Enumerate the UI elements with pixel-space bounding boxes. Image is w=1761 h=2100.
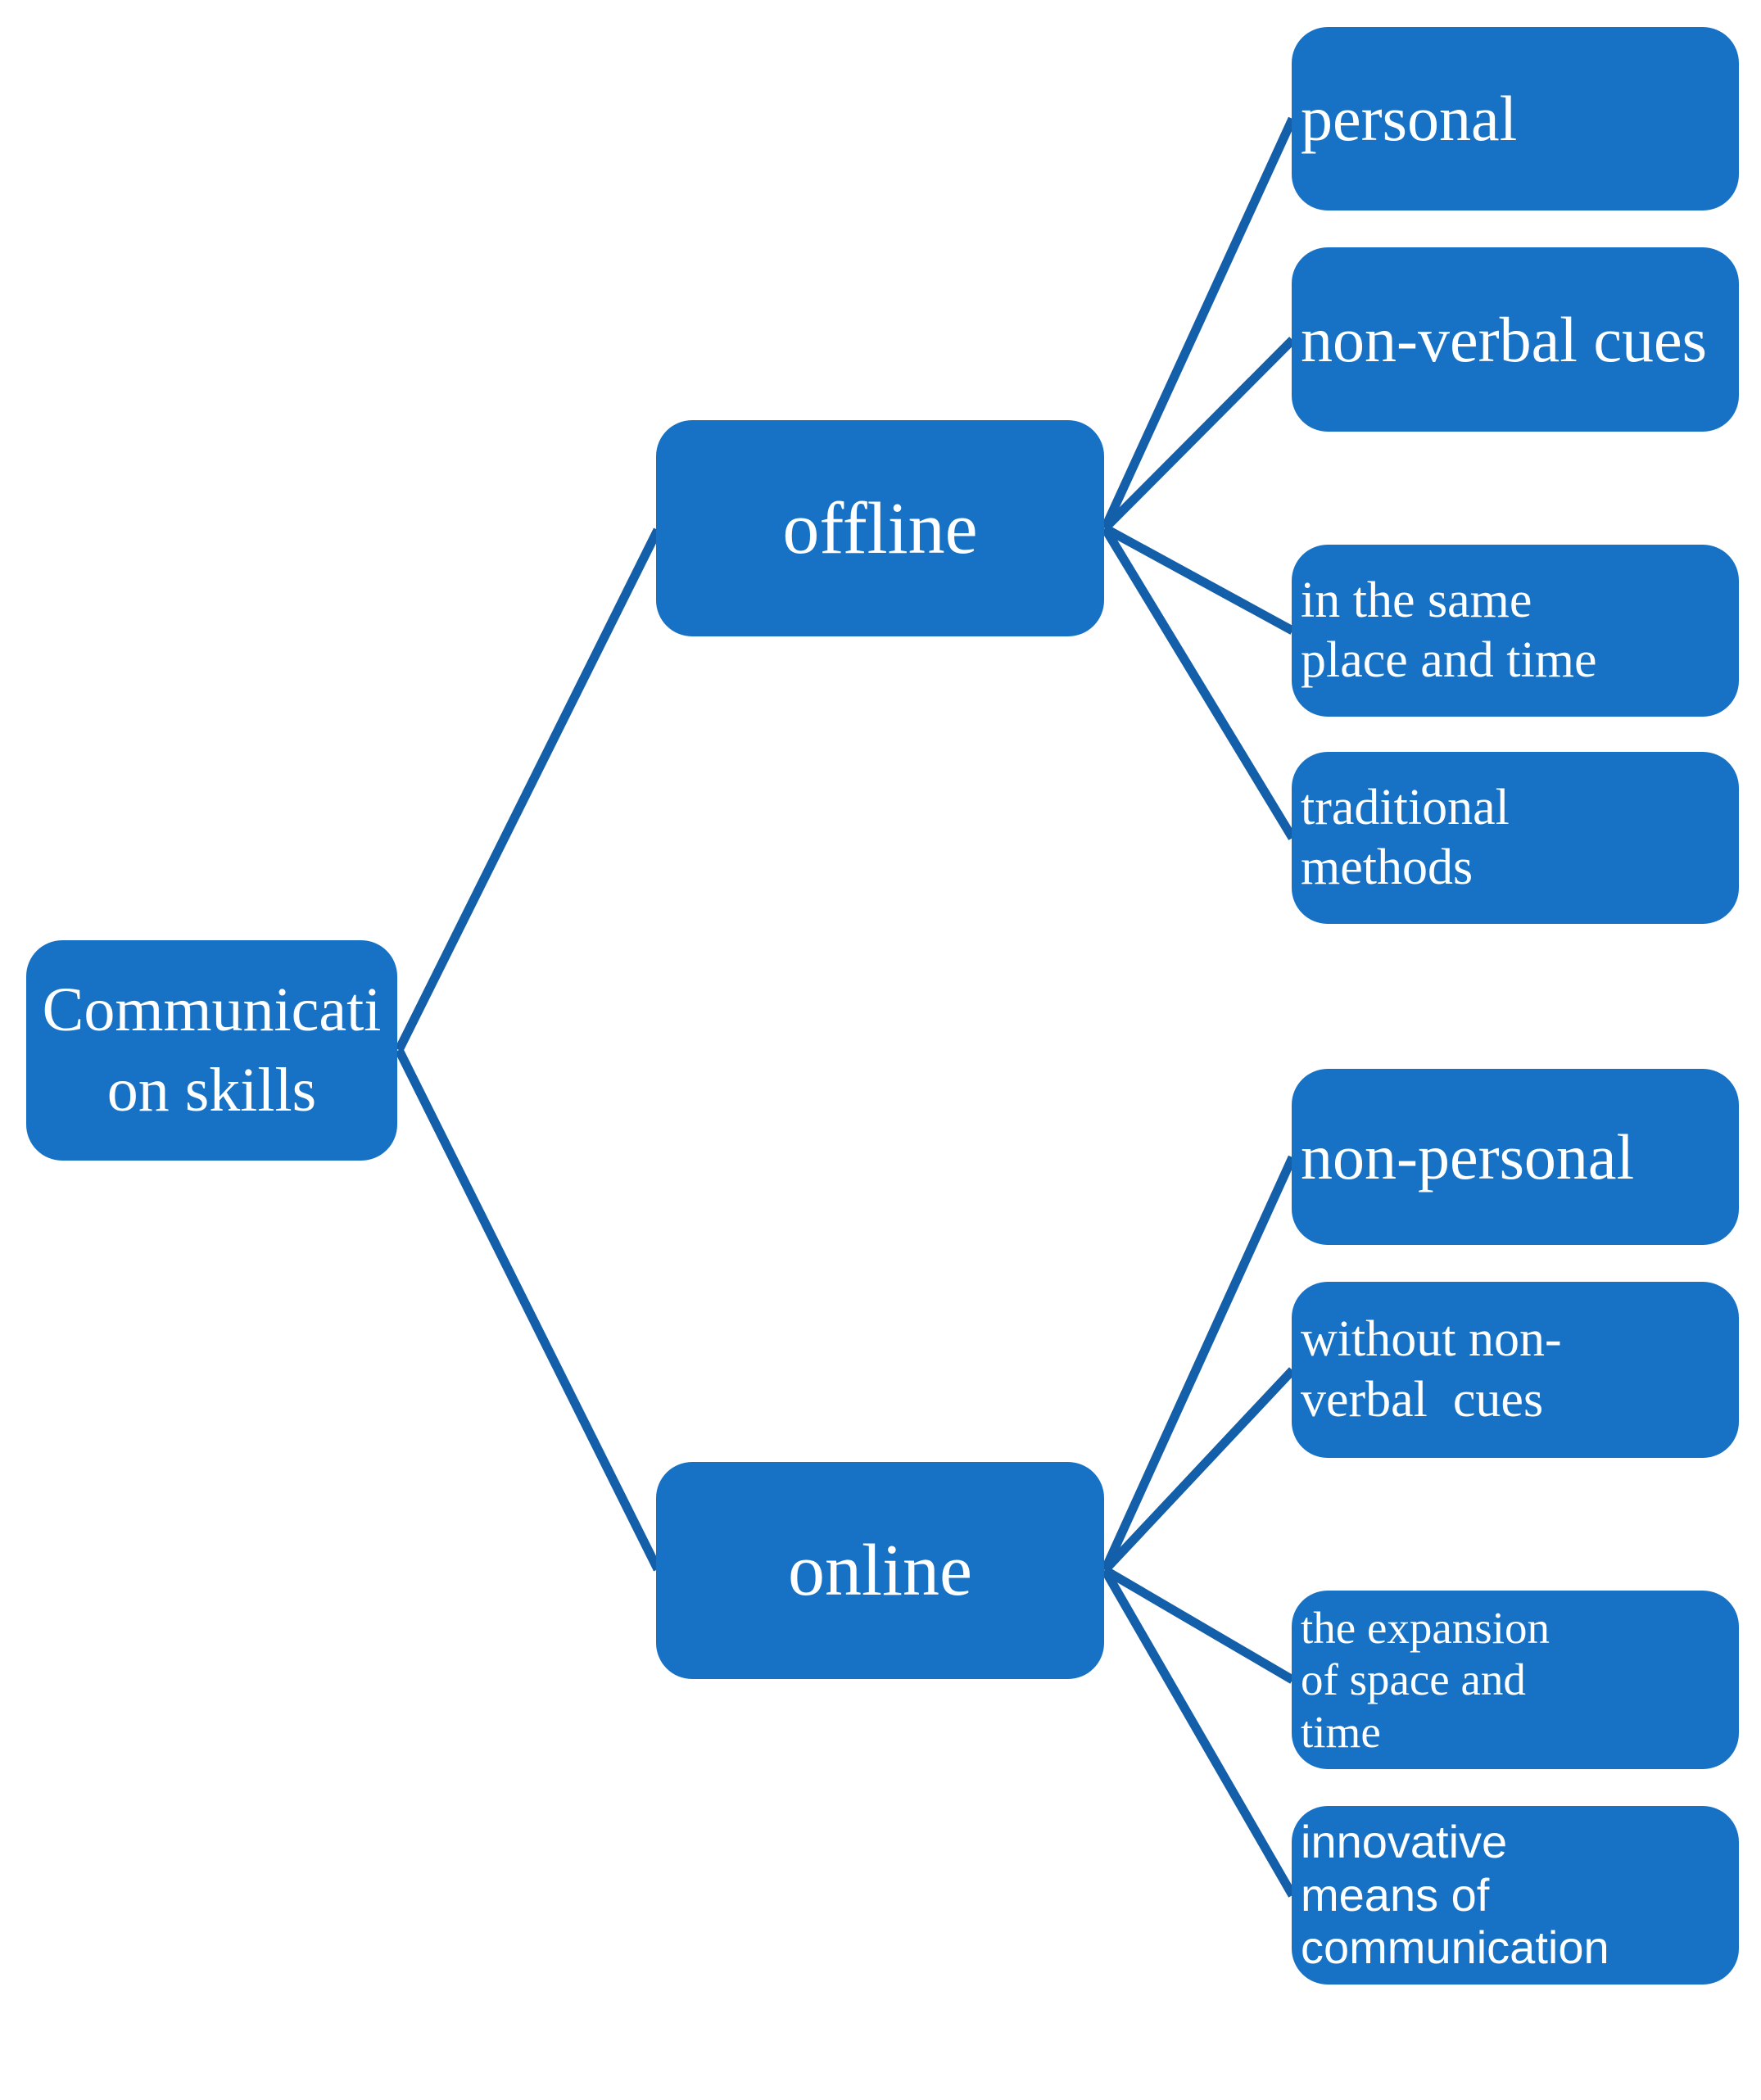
- connector-online-withoutcues: [1101, 1367, 1297, 1573]
- connector-offline-sameplace: [1102, 524, 1295, 635]
- node-label: without non- verbal cues: [1301, 1311, 1562, 1428]
- node-label: innovative means of communication: [1301, 1815, 1609, 1974]
- node-communication-skills: Communicati on skills: [26, 940, 397, 1161]
- connector-online-innovative: [1101, 1568, 1297, 1898]
- connector-root-offline: [395, 527, 662, 1052]
- node-personal: personal: [1292, 27, 1739, 210]
- node-label: the expansion of space and time: [1301, 1603, 1550, 1757]
- connector-offline-nonverbal: [1102, 337, 1296, 532]
- node-expansion-of-space-and-time: the expansion of space and time: [1292, 1591, 1739, 1769]
- node-label: in the same place and time: [1301, 572, 1597, 688]
- node-label: online: [788, 1530, 972, 1611]
- node-label: traditional methods: [1301, 779, 1510, 895]
- node-without-non-verbal-cues: without non- verbal cues: [1292, 1282, 1739, 1458]
- node-innovative-means: innovative means of communication: [1292, 1806, 1739, 1985]
- node-label: personal: [1301, 83, 1518, 155]
- node-offline: offline: [656, 420, 1104, 636]
- node-non-verbal-cues: non-verbal cues: [1292, 247, 1739, 432]
- connector-root-online: [395, 1048, 662, 1572]
- node-same-place-and-time: in the same place and time: [1292, 545, 1739, 717]
- connector-offline-traditional: [1101, 526, 1297, 840]
- node-label: Communicati on skills: [42, 975, 382, 1125]
- node-label: non-verbal cues: [1301, 303, 1707, 375]
- node-label: offline: [782, 487, 978, 569]
- node-online: online: [656, 1462, 1104, 1679]
- node-non-personal: non-personal: [1292, 1069, 1739, 1245]
- node-label: non-personal: [1301, 1120, 1635, 1193]
- connector-online-expansion: [1102, 1566, 1295, 1684]
- connector-offline-personal: [1100, 116, 1297, 531]
- node-traditional-methods: traditional methods: [1292, 752, 1739, 924]
- connector-online-nonpersonal: [1100, 1155, 1297, 1573]
